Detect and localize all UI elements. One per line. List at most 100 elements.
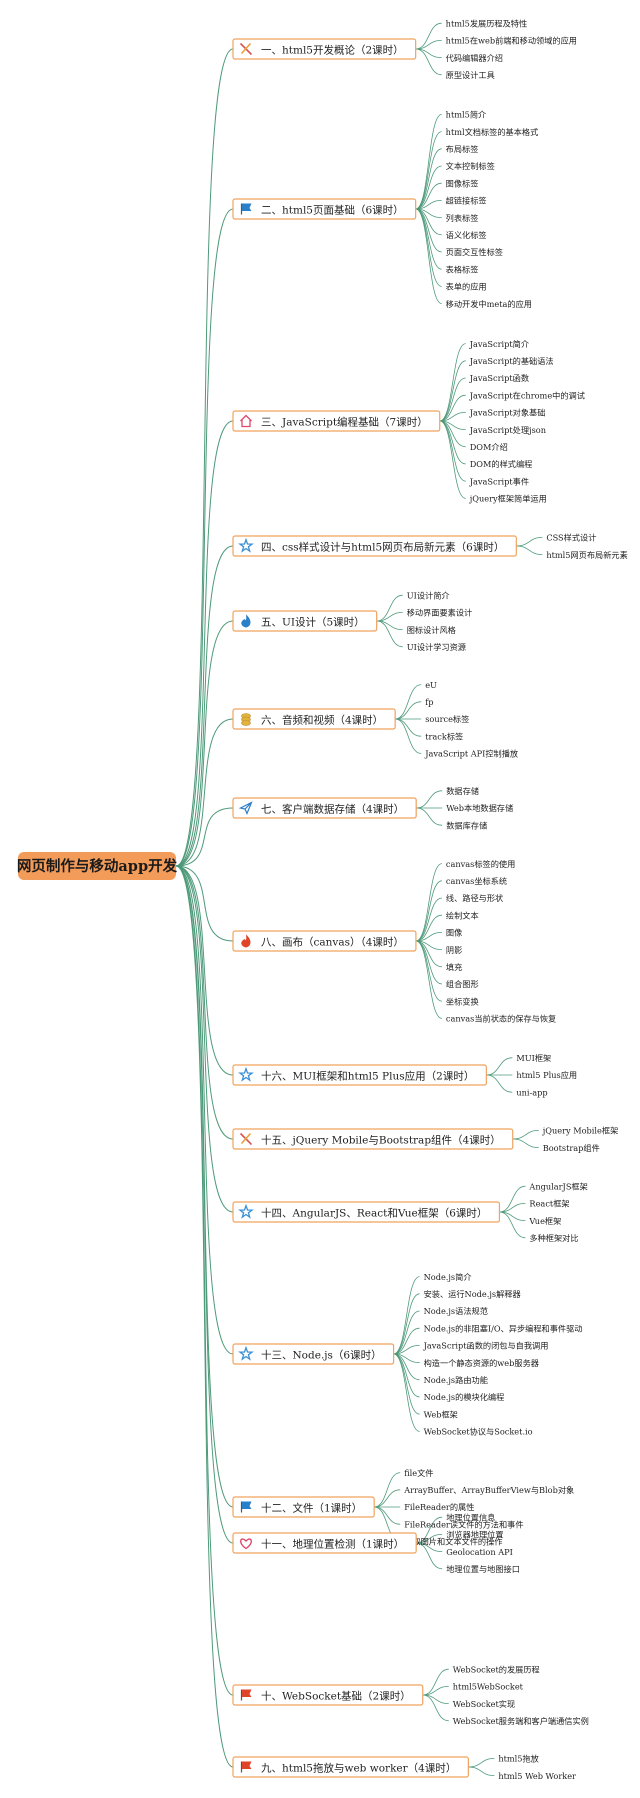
branch-node[interactable]: 二、html5页面基础（6课时）: [232, 198, 417, 220]
item-connector: [415, 114, 442, 210]
item-connector: [468, 1766, 495, 1776]
branch-node[interactable]: 十三、Node.js（6课时）: [232, 1343, 395, 1365]
root-label: 网页制作与移动app开发: [17, 857, 178, 875]
leaf-item: 数据存储: [446, 786, 479, 796]
branch-node[interactable]: 五、UI设计（5课时）: [232, 610, 378, 632]
leaf-item: 移动开发中meta的应用: [446, 299, 532, 309]
branch-node[interactable]: 十五、jQuery Mobile与Bootstrap组件（4课时）: [232, 1128, 514, 1150]
leaf-item: canvas当前状态的保存与恢复: [446, 1014, 556, 1024]
leaf-item: FileReader读文件的方法和事件: [404, 1519, 523, 1529]
leaf-item: track标签: [425, 731, 463, 741]
star-icon: [238, 1203, 254, 1219]
branch-label: 九、html5拖放与web worker（4课时）: [261, 1762, 456, 1775]
item-connector: [376, 620, 403, 648]
item-connector: [415, 48, 442, 76]
leaf-item: Geolocation API: [446, 1547, 513, 1557]
branch-label: 六、音频和视频（4课时）: [261, 714, 383, 727]
item-connector: [499, 1211, 526, 1221]
branch-label: 十五、jQuery Mobile与Bootstrap组件（4课时）: [261, 1134, 501, 1147]
item-connector: [468, 1758, 495, 1768]
leaf-item: html5网页布局新元素: [546, 550, 627, 560]
item-connector: [415, 208, 442, 304]
leaf-item: html文档标签的基本格式: [446, 127, 539, 137]
leaf-item: 多种框架对比: [529, 1233, 578, 1243]
leaf-item: eU: [425, 680, 437, 690]
item-connector: [395, 718, 422, 737]
branch-node[interactable]: 十四、AngularJS、React和Vue框架（6课时）: [232, 1201, 501, 1223]
branch-node[interactable]: 三、JavaScript编程基础（7课时）: [232, 410, 441, 432]
branch-label: 十一、地理位置检测（1课时）: [261, 1538, 404, 1551]
leaf-item: MUI框架: [516, 1053, 551, 1063]
leaf-item: DOM的样式编程: [470, 459, 533, 469]
branch-node[interactable]: 九、html5拖放与web worker（4课时）: [232, 1756, 469, 1778]
leaf-item: React框架: [529, 1199, 569, 1209]
leaf-item: Node.js语法规范: [424, 1306, 488, 1316]
leaf-item: Web框架: [424, 1409, 458, 1419]
branch-node[interactable]: 十二、文件（1课时）: [232, 1496, 375, 1518]
item-connector: [415, 914, 442, 942]
branch-label: 十三、Node.js（6课时）: [261, 1349, 382, 1362]
root-node[interactable]: 网页制作与移动app开发: [17, 852, 178, 880]
item-connector: [374, 1506, 401, 1525]
connector-lines: [175, 22, 543, 1776]
branch-node[interactable]: 十六、MUI框架和html5 Plus应用（2课时）: [232, 1064, 487, 1086]
leaf-item: 安装、运行Node.js解释器: [424, 1289, 521, 1299]
branch-label: 十、WebSocket基础（2课时）: [261, 1690, 411, 1703]
item-connector: [374, 1489, 401, 1508]
item-connector: [393, 1293, 420, 1355]
tools-icon: [239, 42, 253, 56]
branch-box: [232, 1684, 424, 1706]
item-connector: [486, 1074, 513, 1093]
item-connector: [416, 1516, 443, 1544]
branch-node[interactable]: 十、WebSocket基础（2课时）: [232, 1684, 424, 1706]
home-icon: [240, 414, 252, 428]
branch-label: 八、画布（canvas）（4课时）: [261, 937, 404, 949]
branch-box: [232, 610, 378, 632]
leaf-item: html5 Web Worker: [498, 1771, 576, 1781]
branch-node[interactable]: 四、css样式设计与html5网页布局新元素（6课时）: [232, 535, 517, 557]
item-connector: [415, 200, 442, 210]
branch-connector: [175, 865, 234, 942]
leaf-item: JavaScript函数: [469, 373, 529, 383]
leaf-item: 填充: [446, 962, 462, 972]
leaf-item: FileReader的属性: [404, 1502, 474, 1512]
leaf-item: html5拖放: [498, 1754, 539, 1764]
flag-icon: [240, 1501, 252, 1513]
leaf-item: jQuery Mobile框架: [542, 1126, 619, 1136]
item-connector: [415, 940, 443, 1019]
branch-node[interactable]: 一、html5开发概论（2课时）: [232, 38, 417, 60]
item-connector: [376, 594, 403, 622]
item-connector: [374, 1472, 401, 1508]
branch-connector: [175, 865, 234, 1768]
star-icon: [238, 1066, 254, 1082]
branch-box: [232, 797, 417, 819]
branch-node[interactable]: 八、画布（canvas）（4课时）: [232, 930, 417, 952]
branch-node[interactable]: 六、音频和视频（4课时）: [232, 708, 396, 730]
leaf-item: 超链接标签: [446, 196, 487, 206]
item-connector: [415, 182, 442, 210]
branch-box: [232, 930, 417, 952]
item-connector: [415, 932, 442, 942]
leaf-item: source标签: [425, 714, 469, 724]
item-connector: [439, 420, 466, 499]
branch-node[interactable]: 十一、地理位置检测（1课时）: [232, 1532, 417, 1554]
branch-node[interactable]: 七、客户端数据存储（4课时）: [232, 797, 417, 819]
leaf-item: canvas标签的使用: [446, 859, 515, 869]
leaf-item: jQuery框架简单运用: [469, 494, 547, 504]
leaf-item: 代码编辑器介绍: [446, 53, 503, 63]
leaf-item: UI设计学习资源: [407, 642, 466, 652]
root-box: [18, 852, 176, 880]
item-connector: [422, 1694, 449, 1704]
branch-label: 十二、文件（1课时）: [261, 1502, 362, 1515]
leaf-item: html5简介: [446, 110, 487, 120]
leaf-item: WebSocket协议与Socket.io: [424, 1427, 533, 1437]
branch-connector: [175, 865, 234, 1213]
item-connector: [439, 343, 466, 422]
item-connector: [439, 420, 466, 482]
leaf-item: JavaScript事件: [469, 476, 529, 486]
leaf-item: JavaScript对象基础: [469, 408, 546, 418]
branch-label: 十六、MUI框架和html5 Plus应用（2课时）: [261, 1070, 474, 1083]
star-icon: [238, 537, 254, 553]
leaf-item: 构造一个静态资源的web服务器: [424, 1358, 539, 1368]
leaf-item: 页面交互性标签: [446, 247, 503, 257]
